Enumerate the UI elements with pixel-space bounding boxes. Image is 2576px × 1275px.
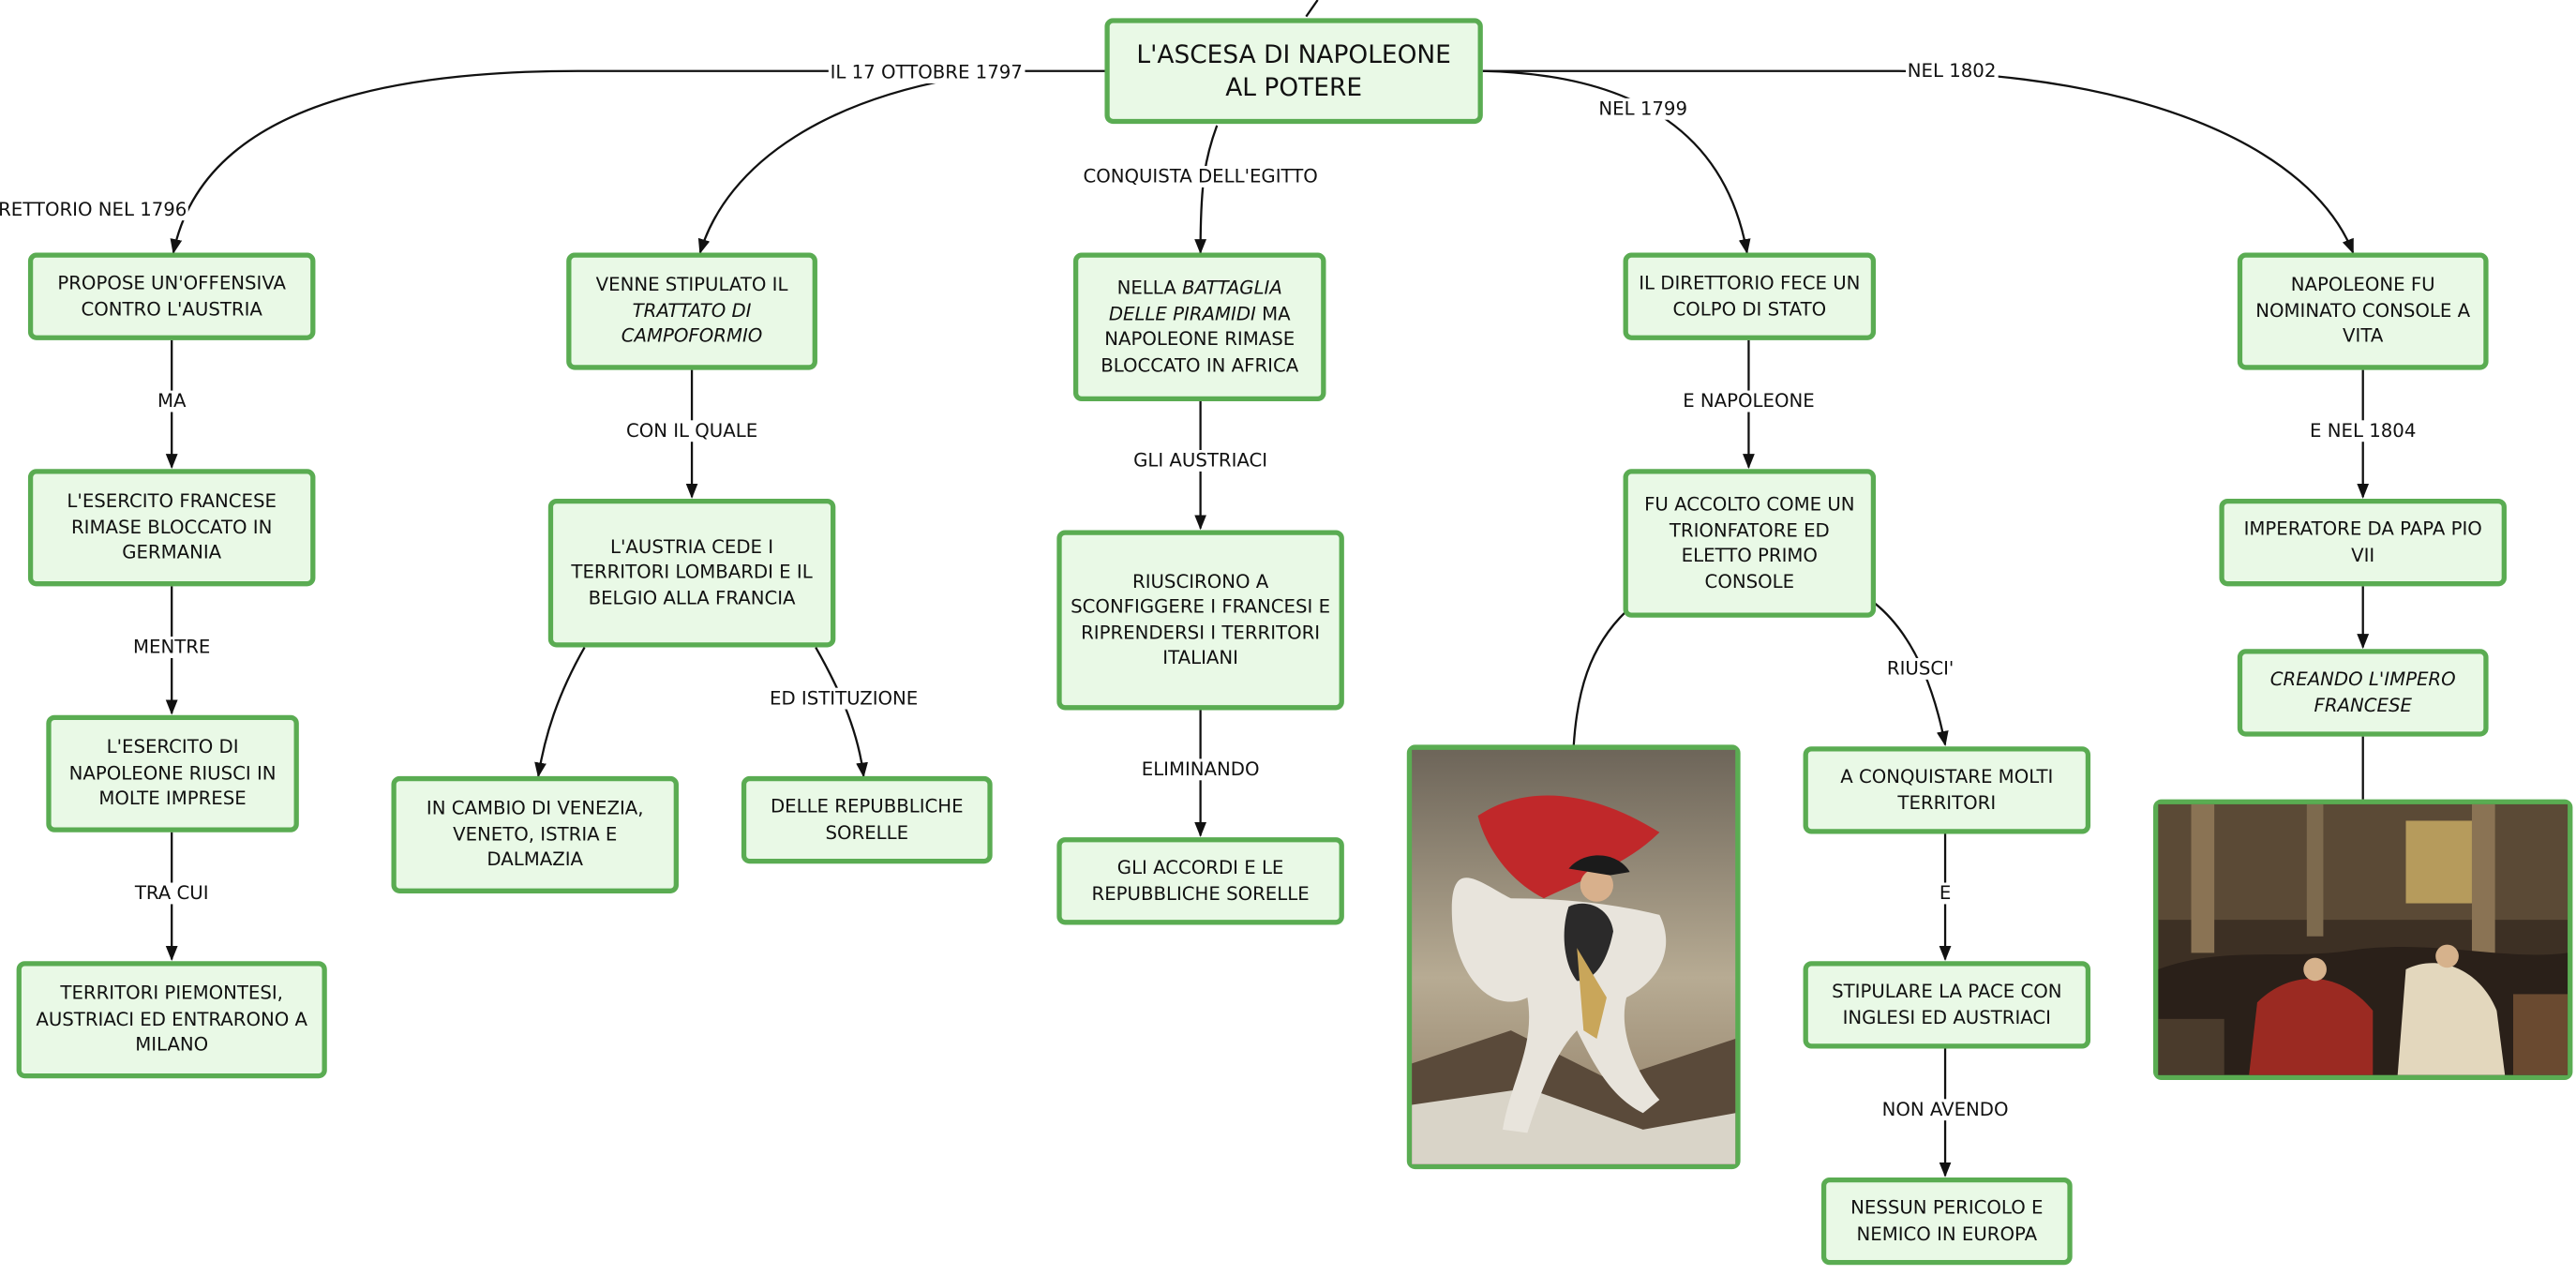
image-coronation[interactable] xyxy=(2152,799,2573,1081)
label-austriaci: GLI AUSTRIACI xyxy=(1131,450,1269,472)
node-imperatore[interactable]: IMPERATORE DA PAPA PIO VII xyxy=(2219,498,2507,587)
node-esercito-napoleone-text: L'ESERCITO DI NAPOLEONE RIUSCI IN MOLTE … xyxy=(68,737,277,810)
node-piramidi-text-b: MA NAPOLEONE RIMASE BLOCCATO IN AFRICA xyxy=(1101,303,1299,376)
title-node[interactable]: L'ASCESA DI NAPOLEONE AL POTERE xyxy=(1104,18,1483,125)
label-mentre: MENTRE xyxy=(131,637,213,658)
label-ma: MA xyxy=(156,390,188,412)
node-offensiva[interactable]: PROPOSE UN'OFFENSIVA CONTRO L'AUSTRIA xyxy=(27,252,316,340)
node-sconfiggere[interactable]: RIUSCIRONO A SCONFIGGERE I FRANCESI E RI… xyxy=(1056,530,1344,711)
edge-to-campoformio xyxy=(697,69,1008,255)
node-nessun-pericolo[interactable]: NESSUN PERICOLO E NEMICO IN EUROPA xyxy=(1820,1177,2073,1266)
node-offensiva-text: PROPOSE UN'OFFENSIVA CONTRO L'AUSTRIA xyxy=(57,272,287,320)
node-conquistare-text: A CONQUISTARE MOLTI TERRITORI xyxy=(1840,766,2054,814)
node-piramidi[interactable]: NELLA BATTAGLIA DELLE PIRAMIDI MA NAPOLE… xyxy=(1072,252,1326,402)
node-piramidi-text-a: NELLA xyxy=(1116,277,1176,299)
label-eliminando: ELIMINANDO xyxy=(1139,758,1262,781)
edge-to-directorio xyxy=(170,69,1107,255)
battle-name: BATTAGLIA DELLE PIRAMIDI xyxy=(1108,277,1282,325)
node-campoformio[interactable]: VENNE STIPULATO IL TRATTATO DI CAMPOFORMI… xyxy=(566,252,817,370)
node-sconfiggere-text: RIUSCIRONO A SCONFIGGERE I FRANCESI E RI… xyxy=(1071,570,1331,669)
node-accordi-text: GLI ACCORDI E LE REPUBBLICHE SORELLE xyxy=(1091,857,1310,905)
node-repubbliche-sorelle-text: DELLE REPUBBLICHE SORELLE xyxy=(770,796,964,844)
edge-title-up xyxy=(1305,0,1319,18)
node-colpo-di-stato[interactable]: IL DIRETTORIO FECE UN COLPO DI STATO xyxy=(1623,252,1877,340)
edge-to-egitto xyxy=(1194,125,1219,255)
label-nel1804: E NEL 1804 xyxy=(2308,420,2419,442)
label-egitto: CONQUISTA DELL'EGITTO xyxy=(1081,166,1320,188)
label-ottobre: IL 17 OTTOBRE 1797 xyxy=(828,62,1025,83)
label-nonavendo: NON AVENDO xyxy=(1880,1099,2011,1121)
node-conquistare[interactable]: A CONQUISTARE MOLTI TERRITORI xyxy=(1803,746,2091,834)
node-impero-francese[interactable]: CREANDO L'IMPERO FRANCESE xyxy=(2237,649,2489,737)
node-primo-console[interactable]: FU ACCOLTO COME UN TRIONFATORE ED ELETTO… xyxy=(1623,469,1877,618)
node-impero-francese-text: CREANDO L'IMPERO FRANCESE xyxy=(2269,668,2456,716)
node-accordi[interactable]: GLI ACCORDI E LE REPUBBLICHE SORELLE xyxy=(1056,837,1344,925)
node-campoformio-content: VENNE STIPULATO IL TRATTATO DI CAMPOFORMI… xyxy=(579,273,804,350)
node-campoformio-text: VENNE STIPULATO IL xyxy=(595,274,788,296)
node-repubbliche-sorelle[interactable]: DELLE REPUBBLICHE SORELLE xyxy=(741,775,993,864)
node-console-a-vita-text: NAPOLEONE FU NOMINATO CONSOLE A VITA xyxy=(2255,274,2471,348)
node-pace[interactable]: STIPULARE LA PACE CON INGLESI ED AUSTRIA… xyxy=(1803,961,2091,1049)
node-piramidi-content: NELLA BATTAGLIA DELLE PIRAMIDI MA NAPOLE… xyxy=(1086,276,1312,378)
napoleon-painting-icon xyxy=(1412,749,1736,1164)
node-austria-cede[interactable]: L'AUSTRIA CEDE I TERRITORI LOMBARDI E IL… xyxy=(547,498,836,648)
node-imperatore-text: IMPERATORE DA PAPA PIO VII xyxy=(2243,518,2482,566)
image-napoleon-crossing-alps[interactable] xyxy=(1406,744,1741,1170)
node-esercito-bloccato-text: L'ESERCITO FRANCESE RIMASE BLOCCATO IN G… xyxy=(67,490,277,564)
node-territori-piemontesi[interactable]: TERRITORI PIEMONTESI, AUSTRIACI ED ENTRA… xyxy=(16,961,327,1079)
label-istituzione: ED ISTITUZIONE xyxy=(768,687,920,710)
node-territori-piemontesi-text: TERRITORI PIEMONTESI, AUSTRIACI ED ENTRA… xyxy=(36,982,307,1057)
node-console-a-vita[interactable]: NAPOLEONE FU NOMINATO CONSOLE A VITA xyxy=(2237,252,2489,370)
label-direttorio: DIRETTORIO NEL 1796 xyxy=(0,199,189,221)
label-enapoleone: E NAPOLEONE xyxy=(1681,390,1817,412)
node-pace-text: STIPULARE LA PACE CON INGLESI ED AUSTRIA… xyxy=(1832,981,2062,1028)
edge-c2-2-3 xyxy=(534,646,586,778)
edge-c4-2-img xyxy=(1572,609,1627,747)
node-austria-cede-text: L'AUSTRIA CEDE I TERRITORI LOMBARDI E IL… xyxy=(571,536,813,609)
label-1802: NEL 1802 xyxy=(1906,60,1999,82)
node-venezia[interactable]: IN CAMBIO DI VENEZIA, VENETO, ISTRIA E D… xyxy=(391,775,679,893)
title-text: L'ASCESA DI NAPOLEONE AL POTERE xyxy=(1136,39,1451,103)
node-nessun-pericolo-text: NESSUN PERICOLO E NEMICO IN EUROPA xyxy=(1850,1197,2044,1245)
label-1799: NEL 1799 xyxy=(1596,98,1689,120)
node-esercito-napoleone[interactable]: L'ESERCITO DI NAPOLEONE RIUSCI IN MOLTE … xyxy=(46,714,299,832)
node-primo-console-text: FU ACCOLTO COME UN TRIONFATORE ED ELETTO… xyxy=(1644,493,1855,592)
node-venezia-text: IN CAMBIO DI VENEZIA, VENETO, ISTRIA E D… xyxy=(426,798,644,871)
coronation-painting-icon xyxy=(2158,803,2569,1075)
label-riusci: RIUSCI' xyxy=(1885,657,1956,680)
label-e: E xyxy=(1938,882,1954,905)
node-esercito-bloccato[interactable]: L'ESERCITO FRANCESE RIMASE BLOCCATO IN G… xyxy=(27,469,316,587)
edge-c2-2-4 xyxy=(815,646,868,778)
label-conilquale: CON IL QUALE xyxy=(624,420,759,442)
label-tracui: TRA CUI xyxy=(133,882,211,905)
treaty-name: TRATTATO DI CAMPOFORMIO xyxy=(621,300,763,348)
node-colpo-di-stato-text: IL DIRETTORIO FECE UN COLPO DI STATO xyxy=(1639,272,1861,320)
